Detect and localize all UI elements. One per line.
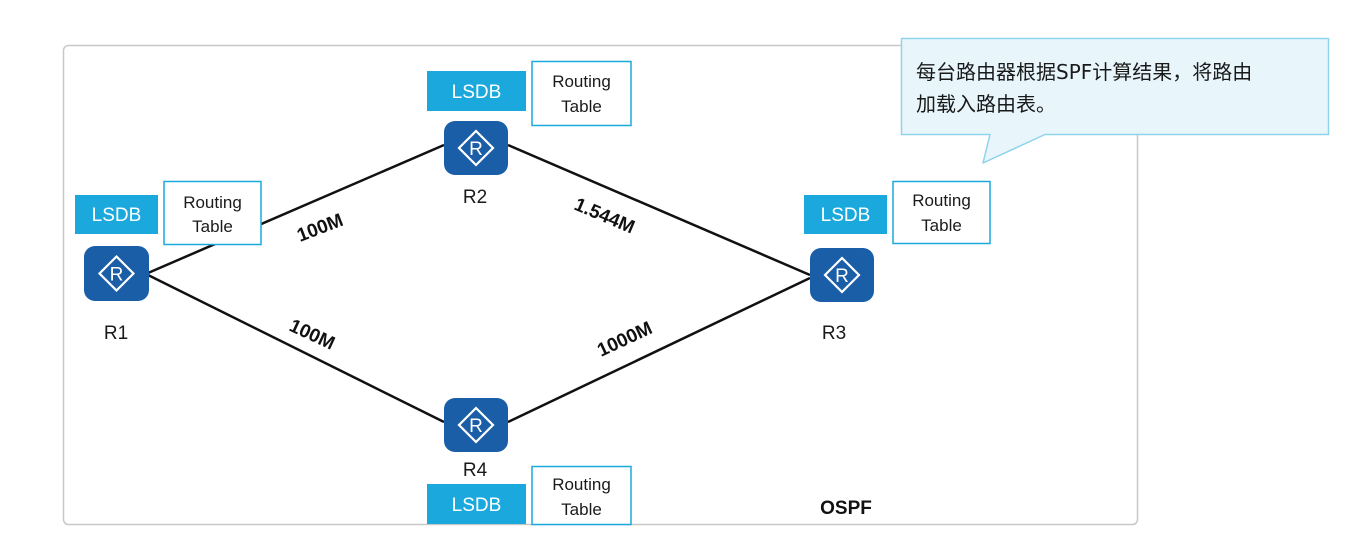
lsdb-box-r4 (427, 484, 526, 524)
lsdb-label-r4: LSDB (452, 495, 502, 516)
lsdb-label-r3: LSDB (821, 205, 871, 226)
link-r1-r4 (147, 273, 445, 424)
routing-table-box-r1 (163, 180, 262, 246)
routing-table-line1-r4: Routing (552, 475, 611, 494)
link-r1-r2 (147, 143, 445, 275)
router-r2[interactable]: LSDB Routing Table R R2 (427, 60, 632, 209)
lsdb-label-r1: LSDB (92, 205, 142, 226)
lsdb-box-r1 (75, 195, 158, 234)
routing-table-line2-r1: Table (192, 217, 233, 236)
router-icon: R (457, 406, 495, 444)
routing-table-line2-r4: Table (561, 500, 602, 519)
routing-table-line2-r3: Table (921, 216, 962, 235)
router-label-r3: R3 (822, 323, 846, 344)
router-r4[interactable]: R R4 LSDB Routing Table (427, 398, 632, 526)
router-icon: R (457, 129, 495, 167)
routing-table-box-r2 (531, 60, 632, 127)
ospf-label: OSPF (820, 498, 872, 519)
callout-bubble: 每台路由器根据SPF计算结果，将路由 加载入路由表。 (900, 37, 1330, 164)
router-label-r1: R1 (104, 323, 128, 344)
routing-table-box-r3 (892, 180, 991, 245)
router-body-r1[interactable] (84, 246, 149, 301)
callout-text-line2: 加载入路由表。 (916, 92, 1056, 116)
link-r2-r3 (507, 143, 811, 277)
svg-text:R: R (110, 265, 124, 286)
lsdb-box-r2 (427, 71, 526, 111)
router-r1[interactable]: LSDB Routing Table R R1 (75, 180, 262, 345)
router-r3[interactable]: LSDB Routing Table R R3 (804, 180, 991, 345)
router-label-r4: R4 (463, 460, 488, 481)
callout-text-line1: 每台路由器根据SPF计算结果，将路由 (916, 60, 1252, 84)
routing-table-line1-r2: Routing (552, 72, 611, 91)
router-icon: R (97, 254, 136, 293)
link-r4-r3 (507, 276, 811, 424)
svg-text:R: R (835, 266, 849, 287)
routing-table-line1-r3: Routing (912, 191, 971, 210)
router-body-r3[interactable] (810, 248, 874, 302)
routing-table-line2-r2: Table (561, 97, 602, 116)
svg-text:R: R (469, 416, 483, 437)
router-label-r2: R2 (463, 187, 487, 208)
routing-table-line1-r1: Routing (183, 193, 242, 212)
router-icon: R (823, 256, 861, 294)
routing-table-box-r4 (531, 465, 632, 526)
router-body-r4[interactable] (444, 398, 508, 452)
lsdb-box-r3 (804, 195, 887, 234)
router-body-r2[interactable] (444, 121, 508, 175)
links (147, 143, 811, 424)
lsdb-label-r2: LSDB (452, 82, 502, 103)
svg-text:R: R (469, 139, 483, 160)
